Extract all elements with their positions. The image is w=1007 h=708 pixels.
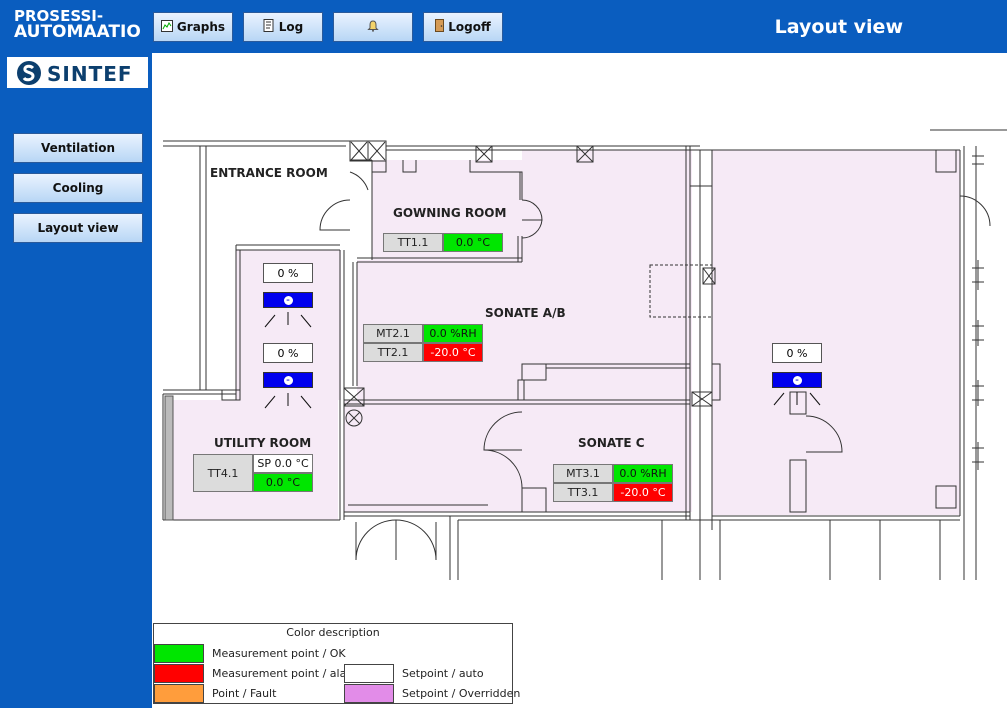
log-icon — [263, 19, 275, 35]
alarm-bell-button[interactable] — [333, 12, 413, 42]
sidebar-item-ventilation[interactable]: Ventilation — [13, 133, 143, 163]
utility-room-label: UTILITY ROOM — [214, 436, 312, 450]
sonate-ab-label: SONATE A/B — [485, 306, 566, 320]
fan2-percent[interactable]: 0 % — [263, 343, 313, 363]
legend-title: Color description — [286, 626, 380, 639]
mt21-tag[interactable]: MT2.1 — [363, 324, 423, 343]
gowning-room-label: GOWNING ROOM — [393, 206, 507, 220]
sidebar-item-cooling[interactable]: Cooling — [13, 173, 143, 203]
sidebar-item-layout-view[interactable]: Layout view — [13, 213, 143, 243]
legend-label-alarm: Measurement point / alarm — [212, 667, 362, 680]
legend-swatch-setpoint-auto — [344, 664, 394, 683]
fan1-indicator[interactable]: – — [263, 292, 313, 308]
top-bar: PROSESSI- AUTOMAATIO Graphs Log Logoff L… — [0, 0, 1007, 53]
sintef-text: SINTEF — [47, 62, 133, 86]
airflow-arrows — [264, 312, 821, 409]
legend-swatch-alarm — [154, 664, 204, 683]
bell-icon — [367, 19, 379, 35]
sonate-c-label: SONATE C — [578, 436, 645, 450]
tt41-tag[interactable]: TT4.1 — [193, 454, 253, 492]
fan3-indicator[interactable]: – — [772, 372, 822, 388]
fan1-percent[interactable]: 0 % — [263, 263, 313, 283]
tt21-value[interactable]: -20.0 °C — [423, 343, 483, 362]
legend-swatch-ok — [154, 644, 204, 663]
fan2-indicator[interactable]: – — [263, 372, 313, 388]
prosessiautomaatio-logo: PROSESSI- AUTOMAATIO — [14, 8, 142, 44]
sintef-logo: SINTEF — [7, 57, 148, 88]
graphs-label: Graphs — [176, 20, 226, 34]
legend-label-ok: Measurement point / OK — [212, 647, 346, 660]
page-title: Layout view — [774, 16, 903, 38]
legend-swatch-setpoint-overridden — [344, 684, 394, 703]
tt41-value[interactable]: 0.0 °C — [253, 473, 313, 492]
door-icon — [435, 19, 445, 35]
fan3-percent[interactable]: 0 % — [772, 343, 822, 363]
sidebar-item-label: Ventilation — [40, 141, 115, 155]
legend-label-fault: Point / Fault — [212, 687, 277, 700]
color-legend: Color description Measurement point / OK… — [153, 623, 520, 704]
tt11-value[interactable]: 0.0 °C — [443, 233, 503, 252]
mt31-value[interactable]: 0.0 %RH — [613, 464, 673, 483]
logo-line1: PROSESSI- — [14, 7, 104, 25]
legend-label-setpoint-auto: Setpoint / auto — [402, 667, 484, 680]
legend-swatch-fault — [154, 684, 204, 703]
tt21-tag[interactable]: TT2.1 — [363, 343, 423, 362]
graphs-button[interactable]: Graphs — [153, 12, 233, 42]
entrance-room-label: ENTRANCE ROOM — [210, 166, 328, 180]
logo-line2: AUTOMAATIO — [14, 22, 141, 42]
sidebar-item-label: Layout view — [37, 221, 119, 235]
mt31-tag[interactable]: MT3.1 — [553, 464, 613, 483]
tt11-tag[interactable]: TT1.1 — [383, 233, 443, 252]
fan-icon: – — [283, 375, 293, 385]
tt31-value[interactable]: -20.0 °C — [613, 483, 673, 502]
log-label: Log — [278, 20, 304, 34]
walls — [162, 129, 1007, 580]
log-button[interactable]: Log — [243, 12, 323, 42]
graph-icon — [160, 19, 173, 35]
legend-label-setpoint-overridden: Setpoint / Overridden — [402, 687, 521, 700]
sintef-emblem-icon — [17, 61, 41, 85]
mt21-value[interactable]: 0.0 %RH — [423, 324, 483, 343]
tt31-tag[interactable]: TT3.1 — [553, 483, 613, 502]
logoff-button[interactable]: Logoff — [423, 12, 503, 42]
fan-icon: – — [283, 295, 293, 305]
tt41-setpoint[interactable]: SP 0.0 °C — [253, 454, 313, 473]
logoff-label: Logoff — [448, 20, 491, 34]
fan-icon: – — [792, 375, 802, 385]
sidebar-item-label: Cooling — [52, 181, 104, 195]
